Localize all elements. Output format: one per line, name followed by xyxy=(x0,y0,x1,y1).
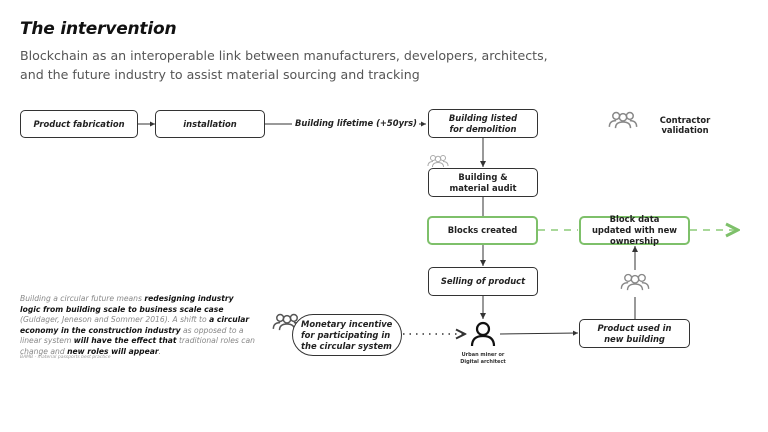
actor-label: Urban miner or Digital architect xyxy=(460,352,506,365)
para-text: (Guldager, Jeneson and Sommer 2016). A s… xyxy=(20,315,210,325)
node-selling-of-product: Selling of product xyxy=(428,267,538,296)
para-emphasis: a circular economy in the construction i… xyxy=(20,315,250,335)
context-paragraph: Building a circular future means redesig… xyxy=(20,294,256,358)
group-icon xyxy=(620,273,650,291)
node-building-listed: Building listed for demolition xyxy=(428,109,538,138)
para-emphasis: new roles will appear xyxy=(67,346,159,356)
para-text: as opposed to a linear system xyxy=(20,325,244,346)
legend-contractor-validation: Contractor validation xyxy=(659,115,711,135)
para-text: Building a circular future means xyxy=(20,294,145,303)
edge-label-lifetime: Building lifetime (+50yrs) xyxy=(293,118,419,128)
node-block-data-updated: Block data updated with new ownership xyxy=(579,214,690,246)
page-subtitle: Blockchain as an interoperable link betw… xyxy=(20,48,548,82)
para-text: . xyxy=(158,346,162,356)
group-icon xyxy=(427,155,449,168)
edge-actor-product-used xyxy=(499,330,579,336)
node-blocks-created: Blocks created xyxy=(427,216,538,245)
page-title: The intervention xyxy=(20,19,177,39)
node-product-used: Product used in new building xyxy=(579,319,690,348)
node-monetary-incentive: Monetary incentive for participating in … xyxy=(292,314,402,356)
node-product-fabrication: Product fabrication xyxy=(20,110,138,138)
group-icon xyxy=(608,111,638,129)
para-text: traditional roles can change and xyxy=(20,336,255,356)
source-caption: BAMB - material passports best practice xyxy=(20,355,111,360)
para-emphasis: redesigning industry logic from building… xyxy=(20,294,234,314)
node-installation: installation xyxy=(155,110,265,138)
person-icon xyxy=(470,321,496,347)
para-emphasis: will have the effect that xyxy=(73,336,177,346)
node-building-audit: Building & material audit xyxy=(428,168,538,197)
